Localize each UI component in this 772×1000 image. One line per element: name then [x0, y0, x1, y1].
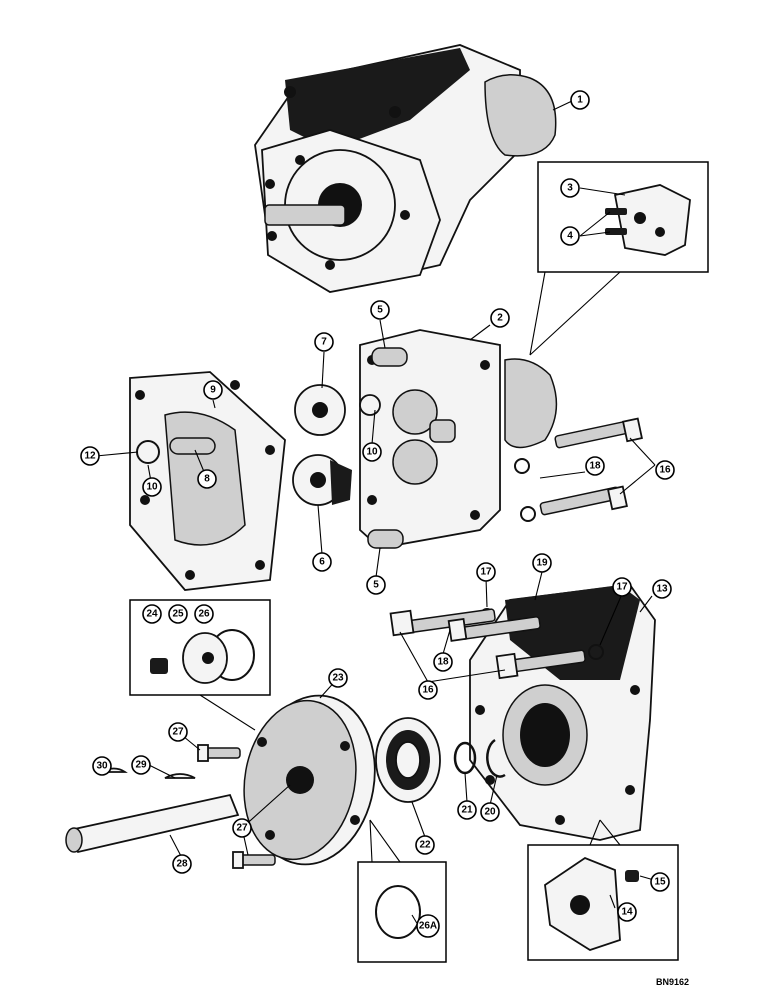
reference-code: BN9162 [656, 977, 689, 987]
svg-text:3: 3 [567, 183, 573, 194]
callout-14: 14 [617, 902, 637, 922]
inset-box-14-15 [527, 819, 679, 961]
svg-text:15: 15 [654, 877, 666, 888]
svg-text:18: 18 [437, 657, 449, 668]
callout-7: 7 [314, 332, 334, 352]
svg-text:28: 28 [176, 859, 188, 870]
callout-19: 19 [532, 553, 552, 573]
svg-text:12: 12 [84, 451, 96, 462]
rear-housing [469, 584, 656, 841]
callout-18-upper: 18 [585, 456, 605, 476]
callout-1: 1 [570, 90, 590, 110]
svg-text:20: 20 [484, 807, 496, 818]
svg-text:18: 18 [589, 461, 601, 472]
svg-text:29: 29 [135, 760, 147, 771]
bolts-lower [389, 608, 586, 680]
bolts-upper [514, 417, 643, 522]
svg-text:26A: 26A [419, 921, 437, 932]
svg-text:17: 17 [480, 567, 492, 578]
callout-12: 12 [80, 446, 100, 466]
callout-21: 21 [457, 800, 477, 820]
callout-10-left: 10 [142, 477, 162, 497]
callout-28: 28 [172, 854, 192, 874]
callout-8: 8 [197, 469, 217, 489]
callout-5-bottom: 5 [366, 575, 386, 595]
callout-6: 6 [312, 552, 332, 572]
svg-text:21: 21 [461, 805, 473, 816]
svg-text:13: 13 [656, 584, 668, 595]
callout-22: 22 [415, 835, 435, 855]
svg-text:22: 22 [419, 840, 431, 851]
svg-text:27: 27 [172, 727, 184, 738]
callout-30: 30 [92, 756, 112, 776]
callout-24: 24 [142, 604, 162, 624]
svg-text:16: 16 [422, 685, 434, 696]
bearing-and-rings [375, 717, 506, 803]
callout-9: 9 [203, 380, 223, 400]
svg-text:24: 24 [146, 609, 158, 620]
callout-17-left: 17 [476, 562, 496, 582]
callout-25: 25 [168, 604, 188, 624]
svg-text:5: 5 [373, 580, 379, 591]
callout-15: 15 [650, 872, 670, 892]
svg-text:10: 10 [146, 482, 158, 493]
callout-17-right: 17 [612, 577, 632, 597]
callout-20: 20 [480, 802, 500, 822]
svg-text:27: 27 [236, 823, 248, 834]
pump-body [359, 329, 558, 549]
svg-text:26: 26 [198, 609, 210, 620]
svg-text:4: 4 [567, 231, 573, 242]
callout-27-upper: 27 [168, 722, 188, 742]
svg-text:6: 6 [319, 557, 325, 568]
callout-3: 3 [560, 178, 580, 198]
callout-5-top: 5 [370, 300, 390, 320]
svg-text:25: 25 [172, 609, 184, 620]
callout-16-left: 16 [418, 680, 438, 700]
svg-text:1: 1 [577, 95, 583, 106]
svg-text:10: 10 [366, 447, 378, 458]
callout-29: 29 [131, 755, 151, 775]
callout-27-lower: 27 [232, 818, 252, 838]
flange-plate [243, 694, 376, 866]
callout-18-lower: 18 [433, 652, 453, 672]
shaft-and-keys [65, 744, 276, 869]
callout-2: 2 [490, 308, 510, 328]
svg-text:19: 19 [536, 558, 548, 569]
inset-box-26a [357, 819, 447, 963]
callout-23: 23 [328, 668, 348, 688]
svg-text:14: 14 [621, 907, 633, 918]
svg-text:5: 5 [377, 305, 383, 316]
inset-box-3-4 [529, 161, 709, 356]
callout-26: 26 [194, 604, 214, 624]
callout-26a: 26A [416, 914, 440, 938]
svg-text:17: 17 [616, 582, 628, 593]
svg-text:9: 9 [210, 385, 216, 396]
svg-text:2: 2 [497, 313, 503, 324]
callout-4: 4 [560, 226, 580, 246]
svg-text:16: 16 [659, 465, 671, 476]
callout-10-right: 10 [362, 442, 382, 462]
svg-text:30: 30 [96, 761, 108, 772]
callout-13: 13 [652, 579, 672, 599]
assembled-pump [254, 44, 557, 293]
callout-16-right: 16 [655, 460, 675, 480]
svg-text:7: 7 [321, 337, 327, 348]
svg-text:23: 23 [332, 673, 344, 684]
svg-text:8: 8 [204, 474, 210, 485]
